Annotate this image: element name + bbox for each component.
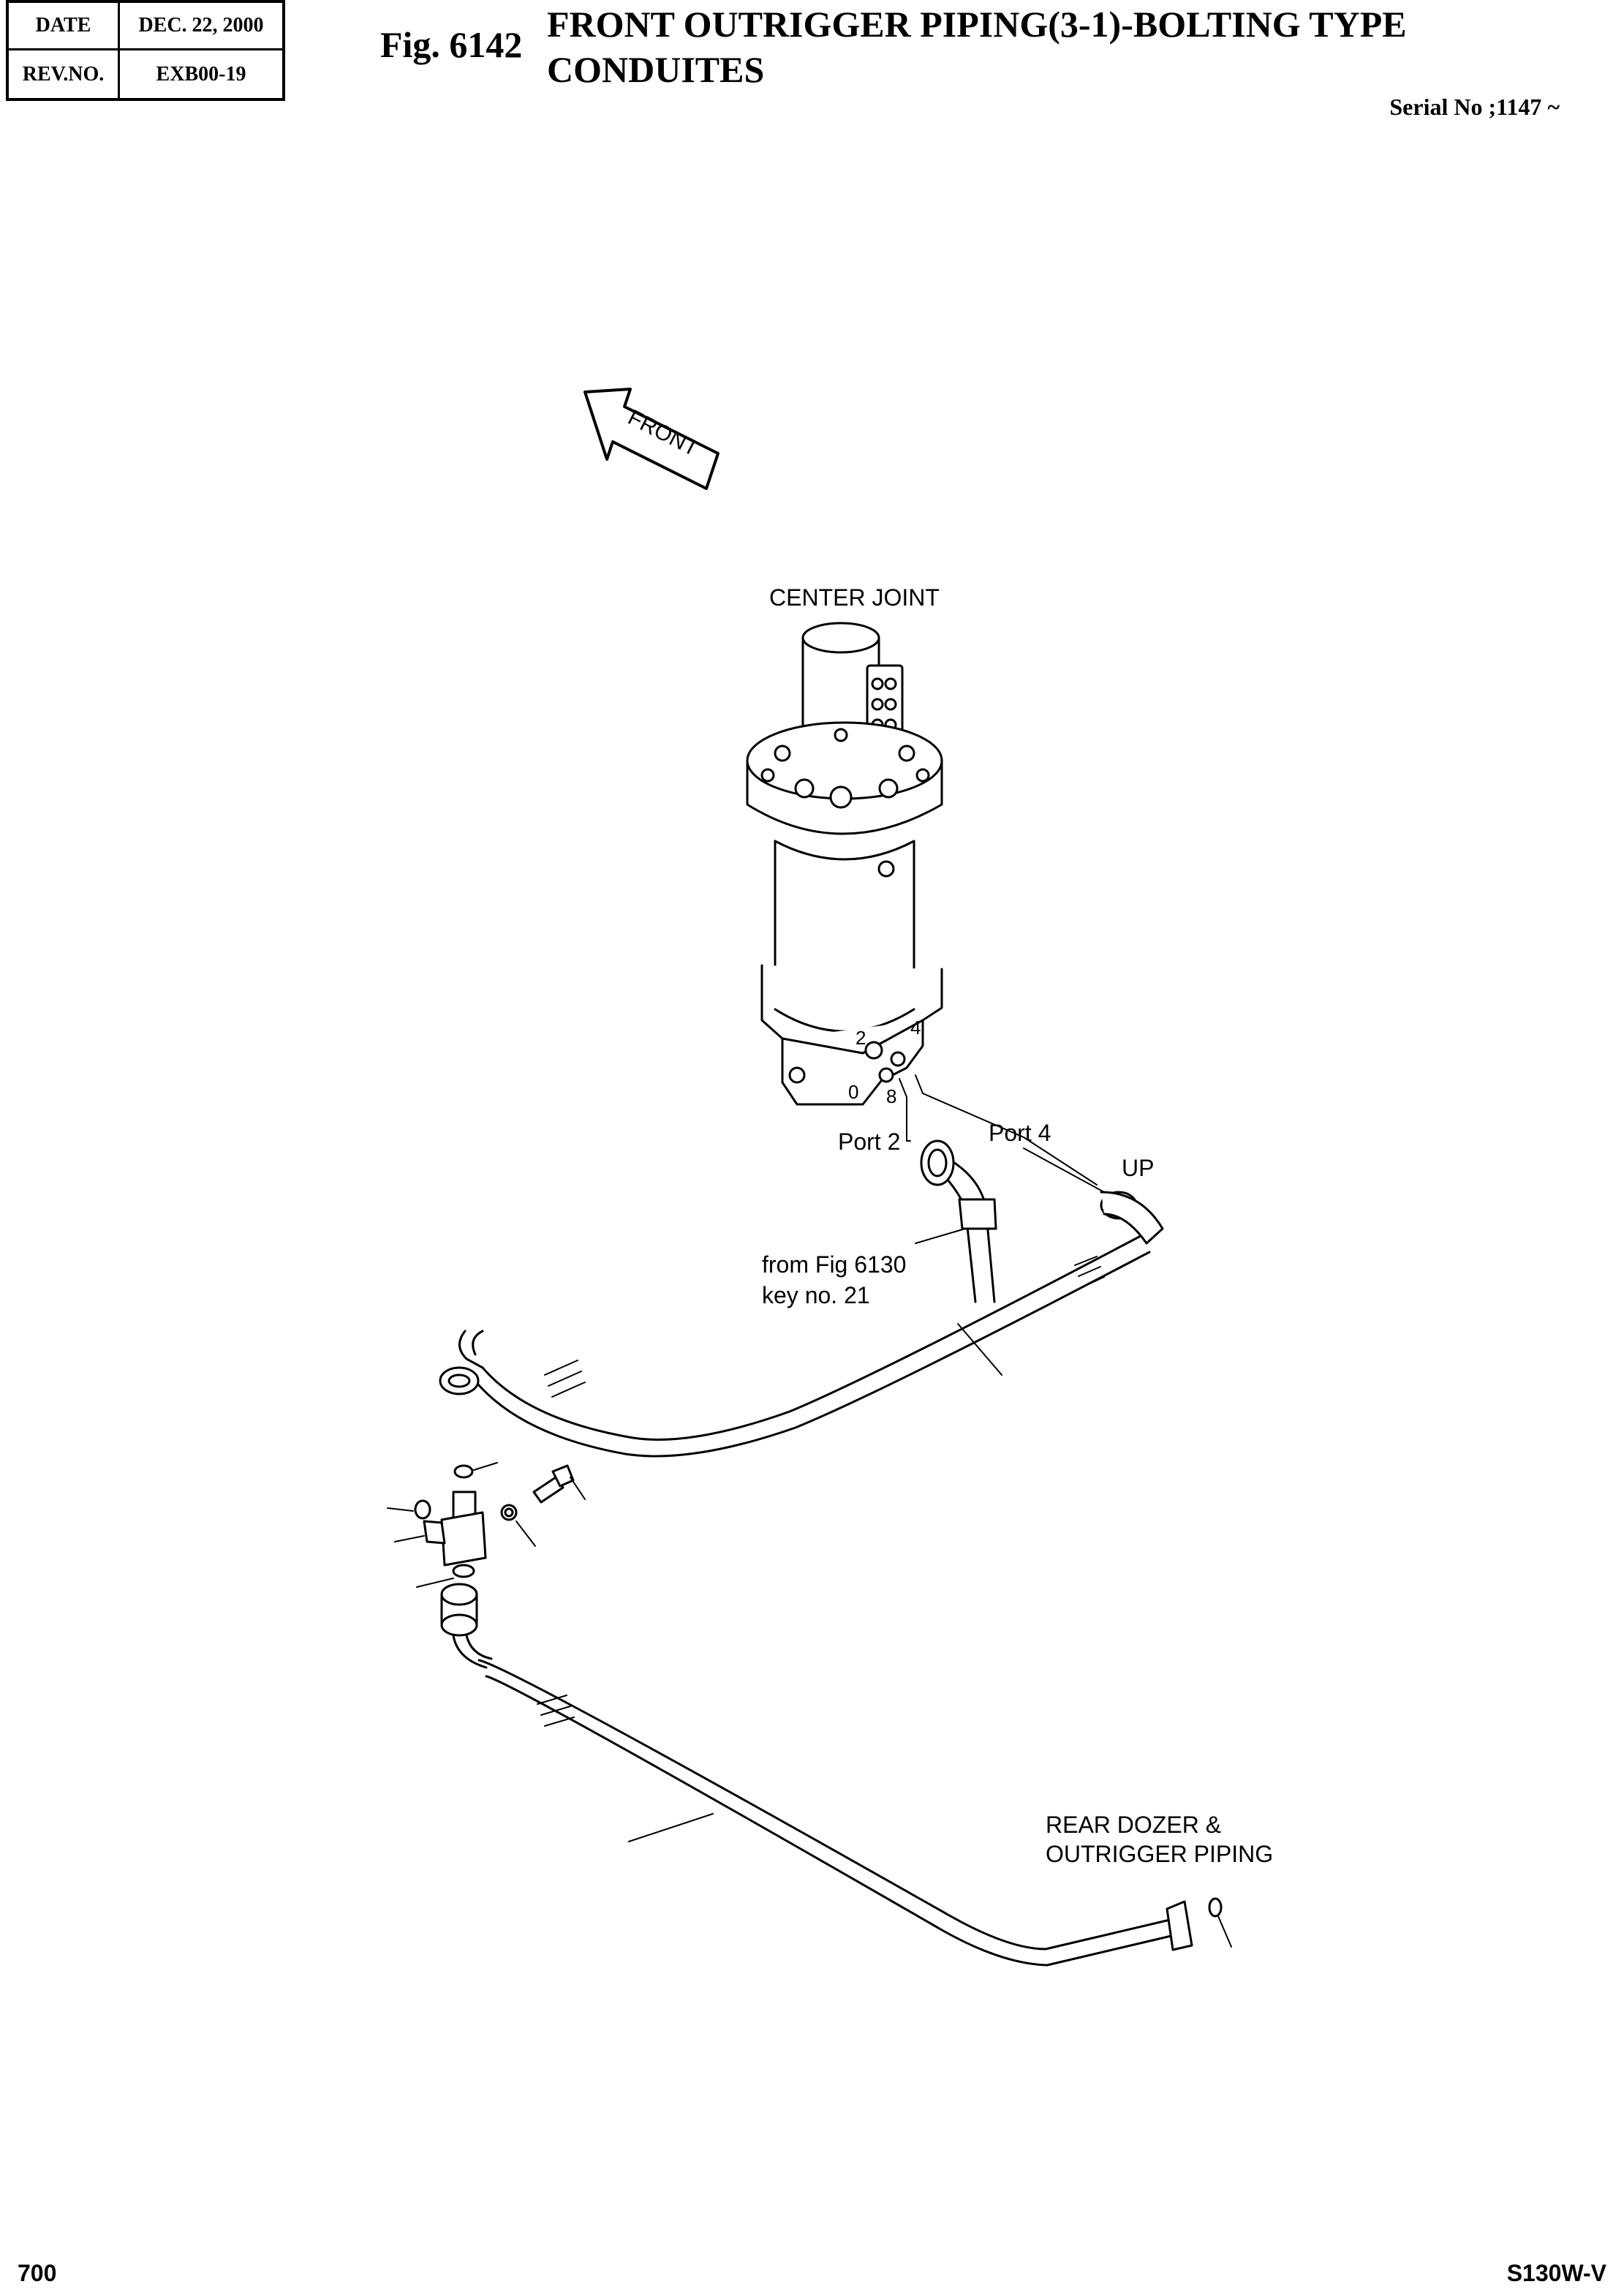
rev-value: EXB00-19 bbox=[156, 62, 246, 86]
center-joint bbox=[746, 622, 943, 1106]
page-number: 700 bbox=[18, 2260, 57, 2286]
serial-number: Serial No ;1147 ~ bbox=[1389, 94, 1560, 120]
model-code: S130W-V bbox=[1506, 2260, 1606, 2286]
figure-title: FRONT OUTRIGGER PIPING(3-1)-BOLTING TYPE… bbox=[547, 1, 1556, 92]
from-fig-leader bbox=[915, 1228, 966, 1244]
center-joint-label: CENTER JOINT bbox=[769, 584, 940, 611]
rev-label: REV.NO. bbox=[9, 50, 120, 98]
rear-dozer-line2: OUTRIGGER PIPING bbox=[1046, 1841, 1273, 1867]
port-number-0: 0 bbox=[848, 1081, 858, 1103]
date-value: DEC. 22, 2000 bbox=[120, 3, 282, 50]
from-fig-line2: key no. 21 bbox=[762, 1282, 870, 1308]
date-label: DATE bbox=[9, 3, 120, 50]
port-number-2: 2 bbox=[856, 1027, 866, 1049]
tee-block-parts bbox=[387, 1462, 586, 1588]
hose-from-port2 bbox=[920, 1139, 997, 1303]
front-arrow: FRONT bbox=[583, 388, 720, 490]
title-line-2: CONDUITES bbox=[547, 49, 765, 90]
upper-pipe bbox=[439, 1191, 1164, 1458]
revision-info-table: DATE DEC. 22, 2000 REV.NO. EXB00-19 bbox=[6, 0, 285, 101]
port-number-8: 8 bbox=[886, 1085, 896, 1107]
figure-number: Fig. 6142 bbox=[380, 24, 523, 65]
title-line-1: FRONT OUTRIGGER PIPING(3-1)-BOLTING TYPE bbox=[547, 4, 1407, 45]
lower-pipe bbox=[440, 1583, 1232, 1967]
port2-label: Port 2 bbox=[838, 1128, 900, 1155]
port4-label: Port 4 bbox=[989, 1120, 1051, 1146]
rear-dozer-line1: REAR DOZER & bbox=[1046, 1812, 1221, 1838]
from-fig-line1: from Fig 6130 bbox=[762, 1251, 906, 1278]
up-label: UP bbox=[1122, 1155, 1154, 1181]
port-number-4: 4 bbox=[910, 1017, 921, 1039]
